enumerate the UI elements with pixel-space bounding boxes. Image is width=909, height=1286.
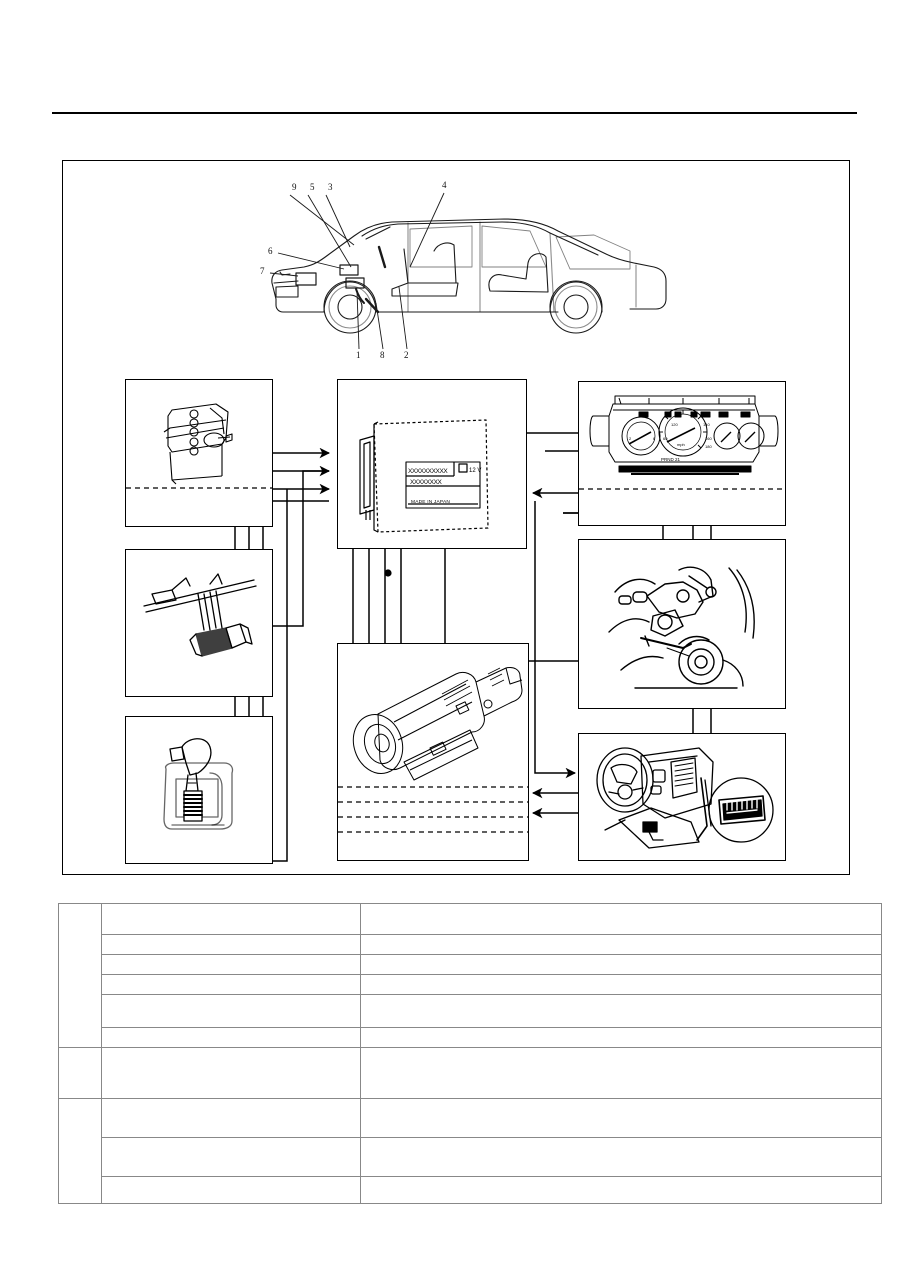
vehicle-callout-9: 9 — [292, 182, 297, 192]
table-cell-name — [101, 994, 361, 1028]
table-cell-description — [360, 1047, 882, 1099]
table-row — [59, 1137, 882, 1177]
svg-text:6: 6 — [653, 436, 656, 441]
table-group-index — [58, 903, 102, 1048]
table-cell-description — [360, 934, 882, 955]
table-cell-name — [101, 1176, 361, 1204]
automatic-transmission-panel — [337, 643, 529, 861]
data-link-connector-panel — [578, 733, 786, 861]
table-row — [58, 903, 882, 1048]
table-cell-name — [101, 1027, 361, 1048]
table-row — [58, 1047, 882, 1099]
table-row — [59, 974, 882, 995]
table-row — [59, 1027, 882, 1048]
table-cell-description — [360, 1137, 882, 1177]
table-cell-name — [101, 903, 361, 935]
ecu-label-footer: MADE IN JAPAN — [411, 499, 450, 505]
vehicle-callout-8: 8 — [380, 350, 385, 360]
vehicle-callout-4: 4 — [442, 180, 447, 190]
table-cell-name — [101, 1137, 361, 1177]
vehicle-callout-5: 5 — [310, 182, 315, 192]
table-row — [59, 934, 882, 955]
table-cell-name — [101, 974, 361, 995]
vehicle-callout-2: 2 — [404, 350, 409, 360]
vehicle-callout-6: 6 — [268, 246, 273, 256]
transmission-control-module-panel: XXXXXXXXXX XXXXXXXX 12 V MADE IN JAPAN — [337, 379, 527, 549]
table-cell-description — [360, 954, 882, 975]
table-cell-description — [360, 1027, 882, 1048]
svg-text:mph: mph — [677, 442, 685, 447]
header-divider — [52, 112, 857, 114]
table-row — [59, 954, 882, 975]
table-cell-name — [101, 1047, 361, 1099]
svg-text:180: 180 — [705, 444, 712, 449]
combination-meter-panel: 120 140 60 160 mph 180 2 6 PRND 21 — [578, 381, 786, 526]
svg-text:PRND 21: PRND 21 — [661, 457, 681, 462]
fuse-relay-box-panel — [125, 379, 273, 527]
table-row — [58, 1098, 882, 1204]
table-row — [59, 1176, 882, 1204]
ecu-label-voltage: 12 V — [469, 468, 481, 474]
table-cell-description — [360, 903, 882, 935]
accelerator-pedal-panel — [125, 549, 273, 697]
table-row — [59, 994, 882, 1028]
table-cell-name — [101, 1098, 361, 1138]
table-cell-description — [360, 1176, 882, 1204]
svg-text:120: 120 — [671, 422, 678, 427]
svg-text:2: 2 — [629, 436, 632, 441]
ecu-label-line1: XXXXXXXXXX — [408, 468, 448, 475]
vehicle-illustration: 9 5 3 4 6 7 1 8 2 — [258, 179, 678, 374]
vehicle-callout-7: 7 — [260, 266, 265, 276]
table-cell-description — [360, 974, 882, 995]
vehicle-callout-3: 3 — [328, 182, 333, 192]
shift-lever-panel — [125, 716, 273, 864]
svg-text:140: 140 — [703, 422, 710, 427]
table-group-index — [58, 1047, 102, 1099]
engine-bay-panel — [578, 539, 786, 709]
table-cell-description — [360, 1098, 882, 1138]
table-cell-name — [101, 954, 361, 975]
table-cell-name — [101, 934, 361, 955]
vehicle-callout-1: 1 — [356, 350, 361, 360]
table-cell-description — [360, 994, 882, 1028]
ecu-label-line2: XXXXXXXX — [410, 479, 443, 486]
svg-text:60: 60 — [663, 436, 668, 441]
svg-text:160: 160 — [705, 436, 712, 441]
component-specification-table — [58, 903, 882, 1204]
table-group-index — [58, 1098, 102, 1204]
system-diagram-frame: 9 5 3 4 6 7 1 8 2 — [62, 160, 850, 875]
